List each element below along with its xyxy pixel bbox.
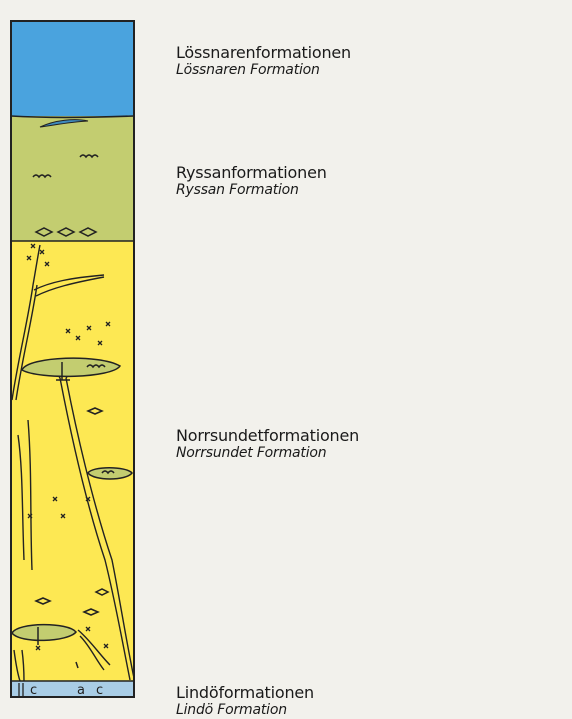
ryssan-formation-band xyxy=(11,116,134,241)
label-lindo: Lindöformationen Lindö Formation xyxy=(176,683,314,719)
losnaren-swedish-name: Lössnarenformationen xyxy=(176,43,351,62)
lindo-letter-a: a xyxy=(77,683,85,698)
lindo-english-name: Lindö Formation xyxy=(176,702,314,719)
losnaren-formation-band xyxy=(11,21,134,116)
norrsundet-swedish-name: Norrsundetformationen xyxy=(176,426,359,445)
label-losnaren: Lössnarenformationen Lössnaren Formation xyxy=(176,43,351,79)
stratigraphic-column: c a c xyxy=(0,0,160,715)
label-norrsundet: Norrsundetformationen Norrsundet Formati… xyxy=(176,426,359,462)
lindo-letter-c-left: c xyxy=(30,683,37,698)
ryssan-english-name: Ryssan Formation xyxy=(176,182,327,199)
mud-lens-middle xyxy=(88,468,132,479)
norrsundet-english-name: Norrsundet Formation xyxy=(176,445,359,462)
label-ryssan: Ryssanformationen Ryssan Formation xyxy=(176,163,327,199)
losnaren-english-name: Lössnaren Formation xyxy=(176,62,351,79)
ryssan-swedish-name: Ryssanformationen xyxy=(176,163,327,182)
lindo-letter-c-right: c xyxy=(96,683,103,698)
lindo-swedish-name: Lindöformationen xyxy=(176,683,314,702)
